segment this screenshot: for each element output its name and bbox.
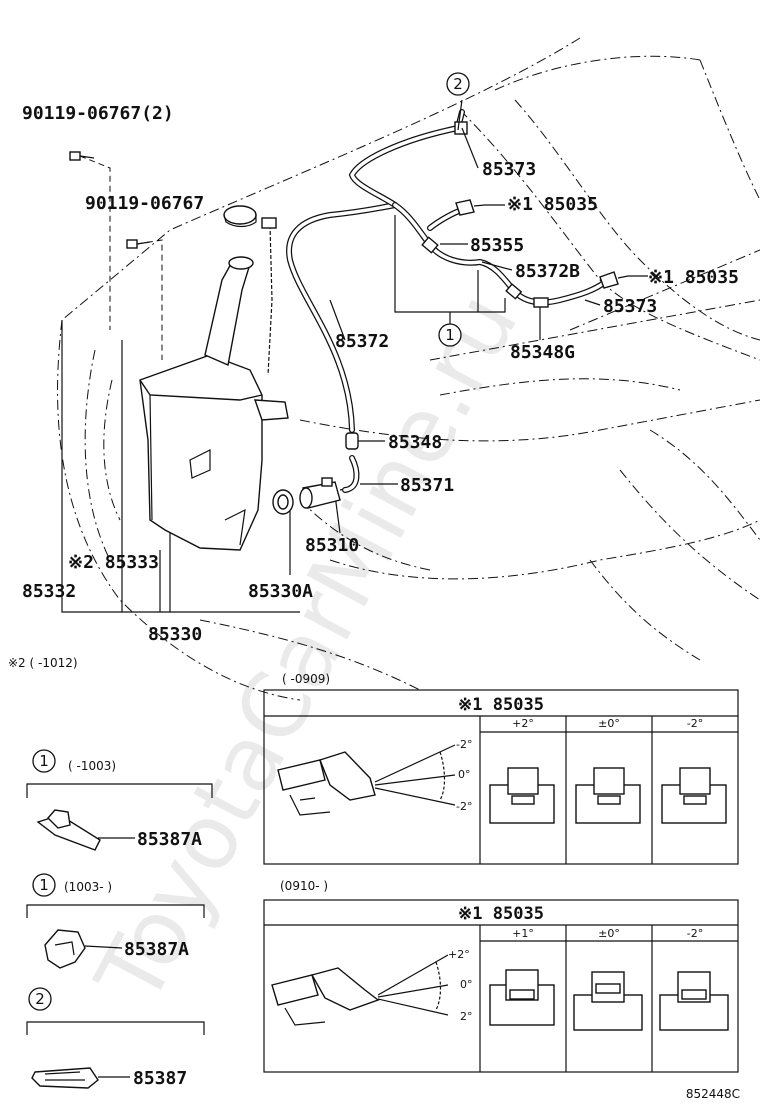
bolt-90119-06767-2 xyxy=(69,151,111,330)
nozzle-table-new-title: ※1 85035 xyxy=(458,904,544,924)
svg-text:2: 2 xyxy=(35,990,45,1008)
label-note1-85035-right: ※1 85035 xyxy=(648,267,739,288)
col-old-0: ±0° xyxy=(598,717,620,730)
nozzle-table-new: (0910- ) ※1 85035 +1° ±0° -2° +2° 0° 2° xyxy=(263,879,739,1073)
bolt-90119-06767 xyxy=(126,239,163,360)
label-85332: 85332 xyxy=(22,581,76,602)
label-85387a-1: 85387A xyxy=(137,829,202,850)
label-85387: 85387 xyxy=(133,1068,187,1089)
leader-brackets xyxy=(61,320,341,613)
label-85372: 85372 xyxy=(335,331,389,352)
angle-old-top: -2° xyxy=(456,738,472,751)
angle-old-mid: 0° xyxy=(458,768,471,781)
nozzle-mark-new-plus1 xyxy=(489,969,555,1026)
label-90119-06767: 90119-06767 xyxy=(85,193,204,214)
nozzle-spray-illustration-new xyxy=(271,954,449,1026)
washer-nozzle-lower xyxy=(599,271,629,289)
hose-85373-upper xyxy=(348,109,518,295)
label-85373-top: 85373 xyxy=(482,159,536,180)
nozzle-table-old: ( -0909) ※1 85035 +2° ±0° -2° -2° 0° -2° xyxy=(263,672,739,865)
nozzle-spray-illustration-old xyxy=(277,744,456,816)
angle-old-bottom: -2° xyxy=(456,800,472,813)
nozzle-mark-old-0 xyxy=(575,767,641,824)
label-85330: 85330 xyxy=(148,624,202,645)
label-85348: 85348 xyxy=(388,432,442,453)
col-old-plus2: +2° xyxy=(512,717,534,730)
note2-footnote: ※2 ( -1012) xyxy=(8,656,78,670)
inset-clip-1-new: 1 (1003- ) 85387A xyxy=(26,873,205,969)
label-note2-85333: ※2 85333 xyxy=(68,552,159,573)
clip-bracket-1 xyxy=(394,215,506,325)
washer-pump-85330a xyxy=(272,489,294,515)
angle-new-bottom: 2° xyxy=(460,1010,473,1023)
angle-new-mid: 0° xyxy=(460,978,473,991)
label-85348g: 85348G xyxy=(510,342,575,363)
svg-text:1: 1 xyxy=(39,752,49,770)
washer-nozzle-upper xyxy=(455,199,486,216)
washer-tank xyxy=(139,205,289,551)
hose-connectors xyxy=(421,121,549,308)
label-85330a: 85330A xyxy=(248,581,313,602)
nozzle-table-old-range: ( -0909) xyxy=(282,672,330,686)
nozzle-mark-new-minus2 xyxy=(659,971,729,1031)
inset-clip-1-old-range: ( -1003) xyxy=(68,759,116,773)
leader-lines xyxy=(329,99,648,485)
label-85373-right: 85373 xyxy=(603,296,657,317)
vehicle-body-outline xyxy=(57,37,760,701)
angle-new-top: +2° xyxy=(448,948,470,961)
joint-85348 xyxy=(345,432,359,450)
nozzle-table-old-title: ※1 85035 xyxy=(458,695,544,715)
nozzle-mark-old-minus2 xyxy=(661,767,727,824)
svg-text:2: 2 xyxy=(453,75,463,93)
label-90119-06767-2: 90119-06767(2) xyxy=(22,103,174,124)
col-new-0: ±0° xyxy=(598,927,620,940)
label-85387a-2: 85387A xyxy=(124,939,189,960)
label-85310: 85310 xyxy=(305,535,359,556)
hose-85373-lower xyxy=(512,279,608,306)
label-85372b: 85372B xyxy=(515,261,580,282)
col-new-minus2: -2° xyxy=(687,927,703,940)
nozzle-mark-old-plus2 xyxy=(489,767,555,824)
nozzle-mark-new-0 xyxy=(573,971,643,1031)
inset-clip-2: 2 85387 xyxy=(26,987,205,1089)
diagram-id: 852448C xyxy=(686,1087,740,1101)
callout-circle-1: 1 xyxy=(438,323,462,347)
hose-85371 xyxy=(342,455,360,493)
label-85355: 85355 xyxy=(470,235,524,256)
washer-pump-85310 xyxy=(299,477,353,509)
svg-text:1: 1 xyxy=(39,876,49,894)
hose-85372 xyxy=(286,202,398,433)
inset-clip-1-new-range: (1003- ) xyxy=(64,880,112,894)
col-old-minus2: -2° xyxy=(687,717,703,730)
nozzle-table-new-range: (0910- ) xyxy=(280,879,328,893)
callout-circle-2: 2 xyxy=(446,72,470,96)
inset-clip-1-old: 1 ( -1003) 85387A xyxy=(26,749,213,851)
col-new-plus1: +1° xyxy=(512,927,534,940)
label-85371: 85371 xyxy=(400,475,454,496)
svg-text:1: 1 xyxy=(445,326,455,344)
label-note1-85035-top: ※1 85035 xyxy=(507,194,598,215)
